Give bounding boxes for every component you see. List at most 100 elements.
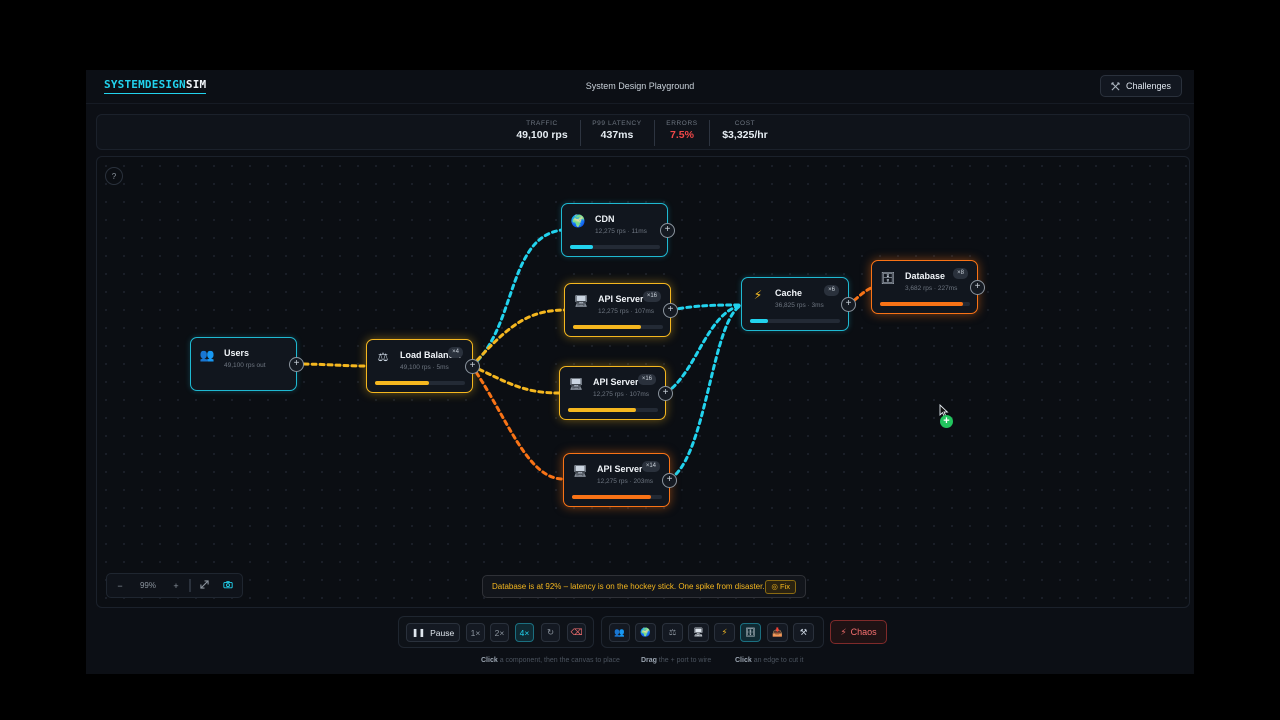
add-component-cursor-icon: + [940,415,953,428]
palette-users-icon[interactable]: 👥 [609,623,630,642]
replica-badge: ×8 [953,268,968,279]
connection-layer [294,228,875,481]
edge-lb-api1[interactable] [470,308,567,368]
node-stats: 12,275 rps · 107ms [598,308,655,315]
speed-4x-button[interactable]: 4× [515,623,534,642]
node-port[interactable]: + [662,473,677,488]
chaos-button[interactable]: ⚡Chaos [830,620,887,644]
node-port[interactable]: + [465,359,480,374]
page-title: System Design Playground [585,81,695,91]
hint-key: Drag [641,657,657,664]
stat-divider [654,120,655,146]
palette-scale-icon[interactable]: ⚖ [662,623,683,642]
hints-bar: Click a component, then the canvas to pl… [86,657,1194,669]
challenges-button[interactable]: Challenges [1099,75,1182,97]
load-bar [375,381,465,385]
hint-wire: Drag the + port to wire [641,657,711,664]
node-port[interactable]: + [970,280,985,295]
speed-1x-button[interactable]: 1× [466,623,485,642]
stat-value: 7.5% [670,129,694,141]
node-stats: 49,100 rps out [224,362,266,369]
node-users[interactable]: 👥 Users 49,100 rps out + [190,337,304,391]
brand-part-b: SIM [185,78,207,91]
stat-label: ERRORS [666,120,698,127]
node-stats: 3,682 rps · 227ms [905,285,958,292]
load-fill [568,408,637,412]
zoom-out-button[interactable]: − [117,580,123,591]
node-api-server-3[interactable]: 🖥 API Server 12,275 rps · 203ms ×14 + [563,453,677,507]
edge-lb-api3[interactable] [470,364,565,481]
reset-icon[interactable]: ↻ [541,623,560,642]
hint-cut: Click an edge to cut it [735,657,804,664]
node-port[interactable]: + [663,303,678,318]
node-cache[interactable]: ⚡ Cache 36,825 rps · 3ms ×6 + [741,277,856,331]
palette-lightning-icon[interactable]: ⚡ [714,623,735,642]
load-bar [568,408,658,412]
hint-place: Click a component, then the canvas to pl… [481,657,620,664]
edge-lb-api2[interactable] [470,364,561,395]
node-api-server-2[interactable]: 🖥 API Server 12,275 rps · 107ms ×16 + [559,366,673,420]
stat-label: TRAFFIC [526,120,558,127]
edge-lb-cdn[interactable] [470,228,564,368]
palette-monitor-icon[interactable]: 🖥 [688,623,709,642]
camera-icon[interactable] [217,580,239,591]
fix-button[interactable]: ◎ Fix [765,580,796,594]
playback-controls: ❚❚Pause 1× 2× 4× ↻ ⌫ [398,616,594,648]
node-port[interactable]: + [658,386,673,401]
top-bar: SYSTEMDESIGNSIM System Design Playground… [86,70,1194,104]
stat-value: 437ms [600,129,634,141]
node-port[interactable]: + [841,297,856,312]
node-name: API Server [593,377,639,387]
node-api-server-1[interactable]: 🖥 API Server 12,275 rps · 107ms ×16 + [564,283,678,337]
help-button[interactable]: ? [105,167,123,185]
alert-text: Database is at 92% – latency is on the h… [492,582,765,591]
pause-button[interactable]: ❚❚Pause [406,623,460,642]
brand-logo[interactable]: SYSTEMDESIGNSIM [104,78,207,94]
replica-badge: ×6 [824,285,839,296]
stat-label: COST [734,120,756,127]
lightning-icon: ⚡ [840,626,847,637]
node-port[interactable]: + [660,223,675,238]
monitor-icon: 🖥 [568,377,584,391]
lightning-icon: ⚡ [753,288,763,302]
node-port[interactable]: + [289,357,304,372]
palette-tools-icon[interactable]: ⚒ [793,623,814,642]
zoom-divider [189,579,191,592]
zoom-in-button[interactable]: + [173,580,179,591]
load-fill [880,302,963,306]
hint-text: the + port to wire [658,657,712,664]
palette-queue-icon[interactable]: 📥 [767,623,788,642]
palette-globe-icon[interactable]: 🌍 [635,623,656,642]
edge-api2-cache[interactable] [664,303,744,395]
alert-banner: Database is at 92% – latency is on the h… [482,575,806,598]
lightbulb-icon: ◎ [771,582,780,591]
stat-errors: ERRORS 7.5% [661,120,703,141]
load-bar [750,319,840,323]
hint-key: Click [735,657,752,664]
node-stats: 36,825 rps · 3ms [775,302,824,309]
edge-api1-cache[interactable] [669,303,744,312]
palette-database-icon[interactable]: 🗄 [740,623,761,642]
stat-cost: COST$3,325/hr [717,120,773,141]
eraser-icon[interactable]: ⌫ [567,623,586,642]
node-cdn[interactable]: 🌍 CDN 12,275 rps · 11ms + [561,203,675,257]
replica-badge: ×16 [637,374,656,385]
node-database[interactable]: 🗄 Database 3,682 rps · 227ms ×8 + [871,260,985,314]
database-icon: 🗄 [880,271,896,285]
zoom-level: 99% [139,581,156,590]
load-bar [880,302,970,306]
design-canvas[interactable]: ? 👥 Users 49,100 rps out + ⚖ Load Balanc [96,156,1190,608]
speed-2x-button[interactable]: 2× [490,623,509,642]
fit-view-icon[interactable] [191,580,217,591]
node-stats: 12,275 rps · 11ms [595,228,647,235]
edge-api3-cache[interactable] [668,303,744,481]
brand-part-a: SYSTEMDESIGN [104,78,186,91]
edge-users-lb[interactable] [294,362,369,368]
node-name: API Server [598,294,644,304]
node-load-balancer[interactable]: ⚖ Load Balancer 49,100 rps · 5ms ×4 + [366,339,480,393]
node-name: Users [224,348,250,358]
scale-icon: ⚖ [377,350,389,364]
load-fill [375,381,429,385]
node-name: Database [905,271,946,281]
hint-text: an edge to cut it [753,657,804,664]
